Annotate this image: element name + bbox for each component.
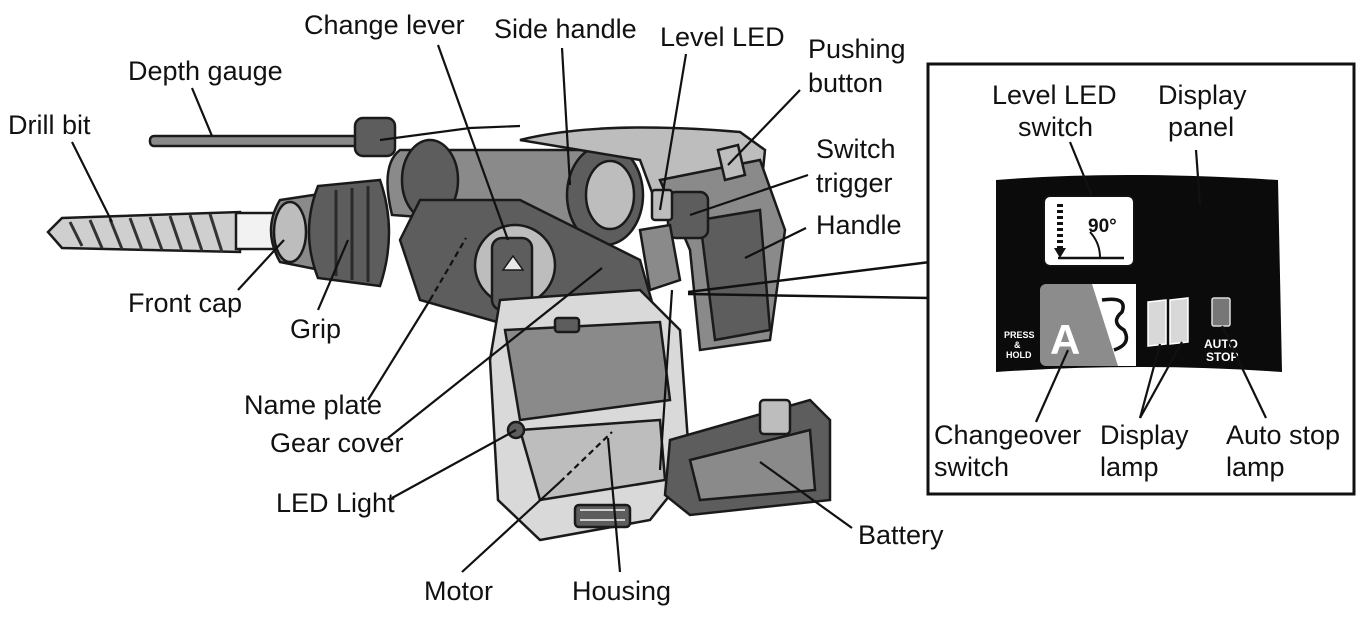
- label-housing: Housing: [572, 576, 671, 606]
- inset-connector: [687, 260, 931, 300]
- label-display-lamp-2: lamp: [1100, 452, 1159, 482]
- battery-part: [663, 398, 832, 517]
- housing-part: [488, 288, 692, 542]
- label-side-handle: Side handle: [494, 14, 637, 44]
- label-led-light: LED Light: [276, 488, 395, 518]
- leader-level-led-switch: [1068, 141, 1094, 197]
- leader-display-lamp-a: [1138, 343, 1162, 419]
- press-hold-text-2: &: [1014, 340, 1021, 350]
- leader-motor-dash: [559, 431, 613, 483]
- tool-illustration: [46, 116, 832, 542]
- leader-name-plate-dash: [429, 237, 467, 301]
- label-motor: Motor: [424, 576, 493, 606]
- main-labels: Drill bit Depth gauge Change lever Side …: [8, 10, 944, 606]
- inset-panel: 90° A PRESS & HOLD AUTO STOP: [926, 62, 1356, 496]
- label-display-panel-2: panel: [1168, 112, 1234, 142]
- label-change-lever: Change lever: [304, 10, 465, 40]
- label-display-lamp-1: Display: [1100, 420, 1189, 450]
- leader-level-led: [658, 53, 688, 211]
- leader-display-lamp-b: [1139, 341, 1183, 419]
- leader-front-cap: [237, 239, 285, 291]
- label-level-led: Level LED: [660, 22, 785, 52]
- label-auto-stop-lamp-1: Auto stop: [1226, 420, 1340, 450]
- leader-housing: [606, 437, 622, 573]
- label-changeover-switch-1: Changeover: [934, 420, 1081, 450]
- label-switch-trigger-2: trigger: [816, 168, 893, 198]
- label-handle: Handle: [816, 210, 902, 240]
- leader-led-light: [391, 429, 517, 499]
- leader-changeover-switch: [1034, 349, 1070, 423]
- depth-gauge-part: [148, 116, 521, 158]
- leader-battery: [759, 461, 853, 529]
- leader-lines: [71, 44, 853, 573]
- leader-grip: [316, 239, 350, 311]
- leader-pushing-button: [727, 89, 801, 166]
- leader-depth-gauge: [190, 87, 214, 137]
- level-led-switch-button: 90°: [1043, 195, 1135, 267]
- label-grip: Grip: [290, 314, 341, 344]
- level-led-part: [638, 188, 682, 292]
- leader-housing-inner: [658, 289, 674, 471]
- label-level-led-switch-1: Level LED: [992, 80, 1117, 110]
- label-depth-gauge: Depth gauge: [128, 56, 283, 86]
- label-drill-bit: Drill bit: [8, 110, 91, 140]
- label-pushing-button-1: Pushing: [808, 34, 906, 64]
- leader-side-handle: [560, 47, 572, 186]
- label-name-plate: Name plate: [244, 390, 382, 420]
- changeover-switch-button: A PRESS & HOLD: [1004, 284, 1136, 366]
- leader-name-plate: [367, 299, 431, 401]
- label-gear-cover: Gear cover: [270, 428, 404, 458]
- leader-gear-cover: [387, 267, 603, 439]
- press-hold-text-3: HOLD: [1006, 350, 1032, 360]
- label-auto-stop-lamp-2: lamp: [1226, 452, 1285, 482]
- front-cap-part: [269, 192, 322, 272]
- leader-motor: [461, 481, 561, 573]
- leader-handle: [744, 227, 807, 259]
- label-switch-trigger-1: Switch: [816, 134, 896, 164]
- label-pushing-button-2: button: [808, 68, 883, 98]
- display-lamps: [1147, 297, 1189, 347]
- leader-drill-bit: [71, 141, 113, 223]
- auto-text-2: STOP: [1206, 350, 1238, 364]
- rear-handle-part: [658, 143, 787, 352]
- label-battery: Battery: [858, 520, 944, 550]
- display-panel-body: [996, 175, 1282, 372]
- leader-display-panel: [1194, 149, 1202, 206]
- grip-part: [307, 178, 391, 288]
- label-front-cap: Front cap: [128, 288, 242, 318]
- label-level-led-switch-2: switch: [1018, 112, 1093, 142]
- angle-text: 90°: [1088, 216, 1117, 237]
- auto-stop-lamp: AUTO STOP: [1204, 297, 1238, 364]
- label-changeover-switch-2: switch: [934, 452, 1009, 482]
- leader-auto-stop-lamp: [1221, 325, 1267, 419]
- label-display-panel-1: Display: [1158, 80, 1247, 110]
- press-hold-text-1: PRESS: [1004, 330, 1035, 340]
- drill-bit-part: [46, 210, 288, 254]
- leader-change-lever: [436, 44, 510, 241]
- leader-switch-trigger: [689, 173, 809, 217]
